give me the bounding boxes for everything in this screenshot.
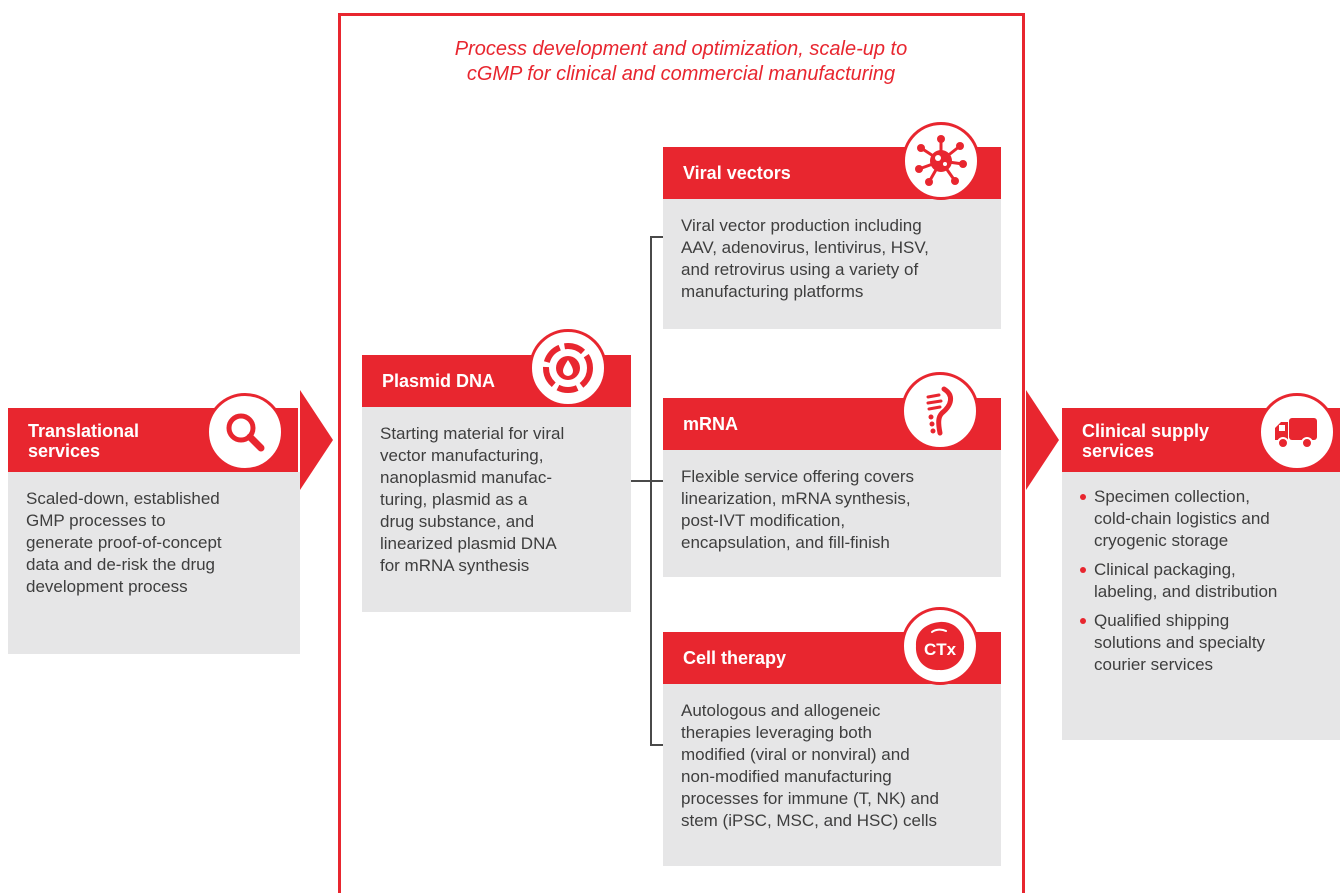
description-line: for mRNA synthesis — [380, 556, 530, 575]
header-line: Translational — [28, 421, 140, 441]
description-line: AAV, adenovirus, lentivirus, HSV, — [681, 238, 929, 257]
header-line: services — [28, 441, 101, 461]
description-line: Viral vector production including — [681, 216, 922, 235]
bullet-line: labeling, and distribution — [1094, 582, 1278, 601]
list-item: Specimen collection, cold-chain logistic… — [1080, 486, 1322, 552]
description-line: generate proof-of-concept — [26, 533, 222, 552]
description-line: manufacturing platforms — [681, 282, 864, 301]
plasmid-dna-description: Starting material for viral vector manuf… — [362, 407, 631, 612]
magnifier-icon — [206, 393, 284, 471]
description-line: nanoplasmid manufac- — [380, 468, 552, 487]
translational-services-description: Scaled-down, established GMP processes t… — [8, 472, 300, 654]
arrow-to-clinical — [1026, 390, 1059, 490]
clinical-supply-description: Specimen collection, cold-chain logistic… — [1062, 472, 1340, 740]
description-line: stem (iPSC, MSC, and HSC) cells — [681, 811, 937, 830]
process-development-title: Process development and optimization, sc… — [345, 37, 1017, 87]
description-line: Scaled-down, established — [26, 489, 220, 508]
mrna-strand-icon — [901, 372, 979, 450]
connector-viral — [650, 236, 663, 238]
process-development-frame — [338, 13, 1025, 893]
description-line: non-modified manufacturing — [681, 767, 892, 786]
connector-vertical — [650, 236, 652, 746]
virus-icon — [902, 122, 980, 200]
title-line: cGMP for clinical and commercial manufac… — [466, 63, 896, 85]
description-line: Starting material for viral — [380, 424, 565, 443]
cell-therapy-description: Autologous and allogeneic therapies leve… — [663, 684, 1001, 866]
description-line: therapies leveraging both — [681, 723, 872, 742]
viral-vectors-description: Viral vector production including AAV, a… — [663, 199, 1001, 329]
description-line: encapsulation, and fill-finish — [681, 533, 890, 552]
description-line: Flexible service offering covers — [681, 467, 915, 486]
mrna-description: Flexible service offering covers lineari… — [663, 450, 1001, 577]
description-line: modified (viral or nonviral) and — [681, 745, 910, 764]
description-line: Autologous and allogeneic — [681, 701, 881, 720]
description-line: data and de-risk the drug — [26, 555, 216, 574]
bullet-line: Clinical packaging, — [1094, 560, 1236, 579]
cell-icon-label: CTx — [924, 640, 957, 659]
description-line: development process — [26, 577, 188, 596]
bullet-line: Specimen collection, — [1094, 487, 1250, 506]
bullet-line: courier services — [1094, 655, 1214, 674]
connector-mrna — [650, 480, 663, 482]
description-line: linearization, mRNA synthesis, — [681, 489, 911, 508]
description-line: vector manufacturing, — [380, 446, 544, 465]
bullet-line: Qualified shipping — [1094, 611, 1230, 630]
truck-icon — [1258, 393, 1336, 471]
clinical-services-list: Specimen collection, cold-chain logistic… — [1080, 486, 1322, 676]
plasmid-droplet-icon — [529, 329, 607, 407]
description-line: and retrovirus using a variety of — [681, 260, 919, 279]
list-item: Clinical packaging, labeling, and distri… — [1080, 559, 1322, 603]
title-line: Process development and optimization, sc… — [454, 38, 908, 60]
bullet-line: cryogenic storage — [1094, 531, 1229, 550]
description-line: drug substance, and — [380, 512, 535, 531]
description-line: GMP processes to — [26, 511, 166, 530]
connector-cell — [650, 744, 663, 746]
description-line: turing, plasmid as a — [380, 490, 528, 509]
arrow-to-process — [300, 390, 333, 490]
description-line: processes for immune (T, NK) and — [681, 789, 939, 808]
bullet-line: cold-chain logistics and — [1094, 509, 1270, 528]
list-item: Qualified shipping solutions and special… — [1080, 610, 1322, 676]
description-line: post-IVT modification, — [681, 511, 846, 530]
description-line: linearized plasmid DNA — [380, 534, 557, 553]
header-line: Clinical supply — [1082, 421, 1210, 441]
bullet-line: solutions and specialty — [1094, 633, 1266, 652]
header-line: services — [1082, 441, 1155, 461]
cell-ctx-icon: CTx — [901, 607, 979, 685]
connector-horizontal — [631, 480, 651, 482]
